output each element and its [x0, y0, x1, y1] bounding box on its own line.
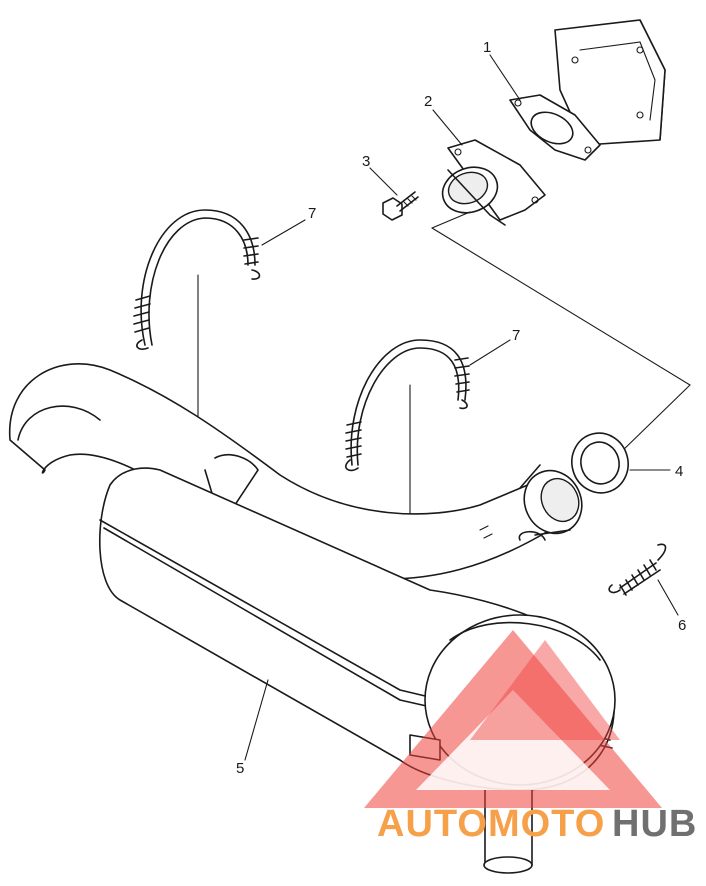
callout-7-left: 7 [308, 205, 316, 222]
exhaust-gasket-part-1 [509, 19, 666, 161]
watermark-triangle-inner [416, 690, 610, 790]
spring-part-7-center [345, 339, 470, 472]
callout-6: 6 [678, 617, 686, 634]
callout-1: 1 [483, 39, 491, 56]
exhaust-flange-part-2 [441, 139, 546, 226]
watermark-text-orange: AUTOMOTO [377, 803, 605, 845]
spring-part-6 [608, 543, 667, 596]
callout-3: 3 [362, 153, 370, 170]
spring-part-7-left [133, 209, 261, 350]
callout-2: 2 [424, 93, 432, 110]
callout-7-center: 7 [512, 327, 520, 344]
bolt-part-3 [382, 191, 419, 221]
exhaust-pipe [9, 363, 583, 580]
ring-gasket-part-4 [571, 432, 629, 494]
callout-4: 4 [675, 463, 683, 480]
automotohub-watermark: AUTOMOTO HUB [364, 630, 697, 845]
watermark-triangle-mid [470, 640, 620, 740]
watermark-text-gray: HUB [612, 803, 697, 845]
callout-5: 5 [236, 760, 244, 777]
leader-lines [244, 54, 679, 761]
